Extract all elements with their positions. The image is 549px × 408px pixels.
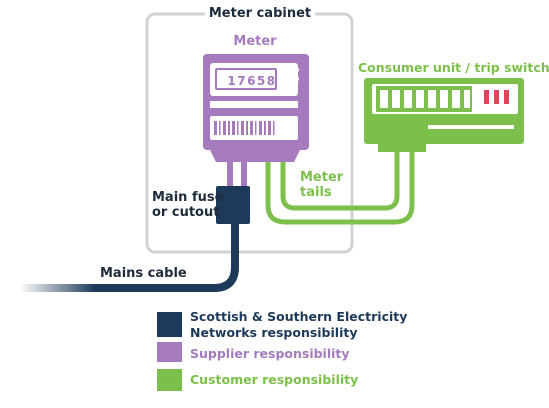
main-fuse-line2: or cutout: [152, 205, 220, 220]
meter: [203, 54, 309, 162]
meter-tail-outer: [265, 150, 415, 225]
meter-cabinet-label: Meter cabinet: [205, 6, 315, 21]
legend-network-line1: Scottish & Southern Electricity: [190, 309, 408, 324]
meter-tails-line2: tails: [300, 185, 332, 200]
consumer-unit: [364, 78, 524, 152]
mains-cable-label: Mains cable: [100, 266, 187, 281]
legend-customer-text: Customer responsibility: [190, 372, 359, 387]
mains-cable: [20, 222, 239, 292]
legend-swatch-supplier: [157, 342, 182, 362]
main-fuse-box: [216, 186, 250, 224]
meter-stub-right: [241, 162, 247, 188]
main-fuse-label: Main fuse or cutout: [152, 190, 223, 220]
main-fuse-line1: Main fuse: [152, 190, 224, 205]
meter-tails-label: Meter tails: [300, 170, 343, 200]
legend-swatch-customer: [157, 369, 182, 391]
legend-network-line2: Networks responsibility: [190, 325, 358, 340]
consumer-unit-label: Consumer unit / trip switches: [358, 60, 549, 75]
legend-swatch-network: [157, 312, 182, 337]
meter-reading: 17658: [227, 74, 277, 88]
meter-tails-line1: Meter: [300, 170, 344, 185]
legend-supplier-text: Supplier responsibility: [190, 346, 350, 361]
meter-stub-left: [227, 162, 233, 188]
legend-network-text: Scottish & Southern Electricity Networks…: [190, 309, 407, 341]
meter-tail-inner: [280, 150, 400, 211]
meter-label: Meter: [233, 34, 277, 49]
